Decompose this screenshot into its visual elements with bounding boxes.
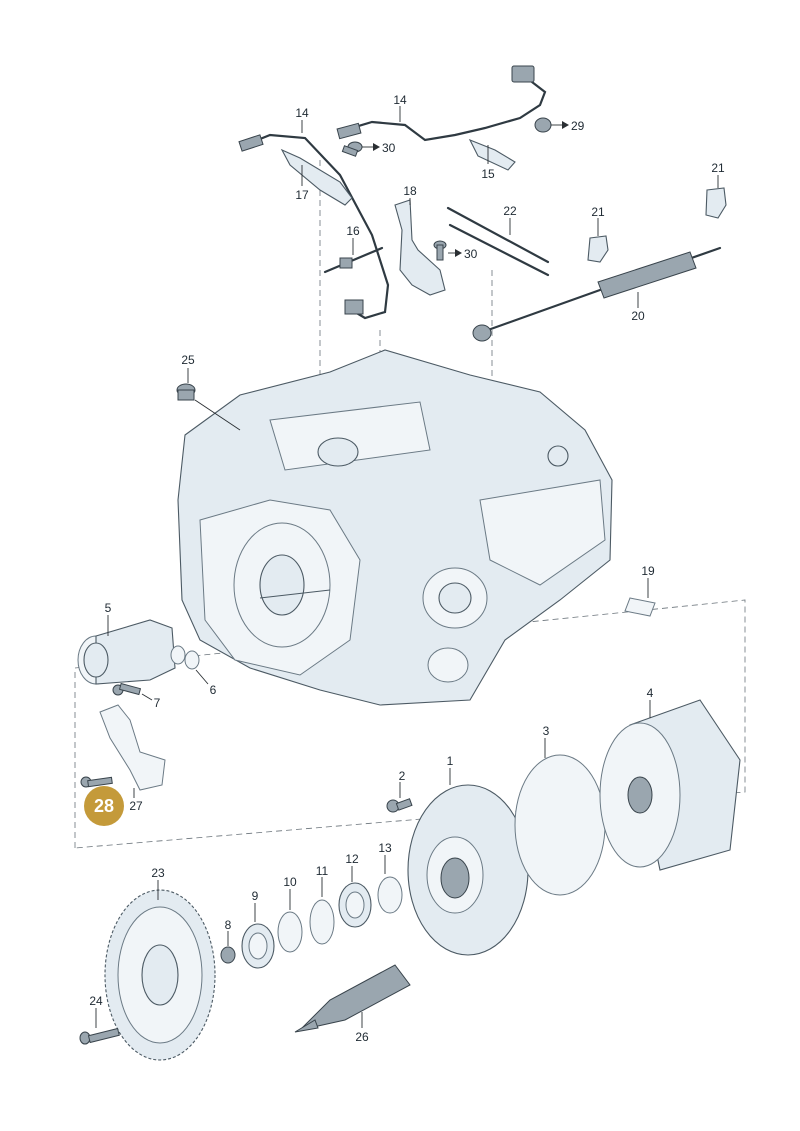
label-1: 1 xyxy=(447,754,454,768)
label-21-upper: 21 xyxy=(711,161,725,175)
cover-1 xyxy=(407,768,529,956)
cable-tie-16 xyxy=(323,238,384,274)
plug-25 xyxy=(176,368,241,431)
label-9: 9 xyxy=(252,889,259,903)
label-29: 29 xyxy=(571,119,585,133)
label-24: 24 xyxy=(89,994,103,1008)
label-26: 26 xyxy=(355,1030,369,1044)
grease-tube-26 xyxy=(294,964,411,1033)
slave-cylinder-5 xyxy=(77,615,176,685)
nut-29 xyxy=(534,117,569,133)
label-17: 17 xyxy=(295,188,309,202)
highlight-badge-28[interactable]: 28 xyxy=(84,786,124,826)
label-5: 5 xyxy=(105,601,112,615)
label-18: 18 xyxy=(403,184,417,198)
label-8: 8 xyxy=(225,918,232,932)
cable-ties-22 xyxy=(446,206,550,277)
label-6: 6 xyxy=(210,683,217,697)
label-30-mid: 30 xyxy=(464,247,478,261)
label-10: 10 xyxy=(283,875,297,889)
label-12: 12 xyxy=(345,852,359,866)
label-15: 15 xyxy=(481,167,495,181)
wiring-harness-14-left xyxy=(238,120,390,320)
label-13: 13 xyxy=(378,841,392,855)
seal-9 xyxy=(241,903,275,969)
label-30-top: 30 xyxy=(382,141,396,155)
label-7: 7 xyxy=(154,696,161,710)
shift-cable-20 xyxy=(472,246,722,342)
label-22: 22 xyxy=(503,204,517,218)
label-16: 16 xyxy=(346,224,360,238)
label-27: 27 xyxy=(129,799,143,813)
transmission-housing xyxy=(177,349,613,706)
bracket-18 xyxy=(394,198,446,296)
ring-11 xyxy=(309,877,335,945)
bolt-7 xyxy=(112,682,153,701)
o-ring-3 xyxy=(514,738,606,896)
label-20: 20 xyxy=(631,309,645,323)
bolt-30a xyxy=(341,141,380,157)
gear-23 xyxy=(104,880,216,1061)
bolt-2 xyxy=(386,782,413,813)
label-21-lower: 21 xyxy=(591,205,605,219)
ring-10 xyxy=(277,889,303,953)
label-23: 23 xyxy=(151,866,165,880)
callout-labels: 1 2 3 4 5 6 7 8 9 10 11 12 13 14 14 15 1… xyxy=(89,93,725,1044)
bolt-28 xyxy=(80,776,113,788)
label-2: 2 xyxy=(399,769,406,783)
torque-converter-4 xyxy=(599,699,741,871)
label-3: 3 xyxy=(543,724,550,738)
label-11: 11 xyxy=(316,864,329,878)
shield-27 xyxy=(99,704,166,798)
bearing-12 xyxy=(338,866,372,928)
seals-6 xyxy=(170,645,209,685)
bolt-30b xyxy=(433,240,462,261)
badge-label-28: 28 xyxy=(94,796,114,816)
clip-21-upper xyxy=(705,175,727,219)
bolt-24 xyxy=(79,1008,120,1045)
sleeve-19 xyxy=(624,578,656,617)
clip-21-lower xyxy=(587,218,609,263)
label-14-right: 14 xyxy=(393,93,407,107)
label-25: 25 xyxy=(181,353,195,367)
wiring-harness-14-right xyxy=(336,65,547,171)
label-14-left: 14 xyxy=(295,106,309,120)
label-4: 4 xyxy=(647,686,654,700)
ring-13 xyxy=(377,855,403,914)
nut-8 xyxy=(220,931,236,964)
reference-boundary xyxy=(74,599,746,849)
label-19: 19 xyxy=(641,564,655,578)
